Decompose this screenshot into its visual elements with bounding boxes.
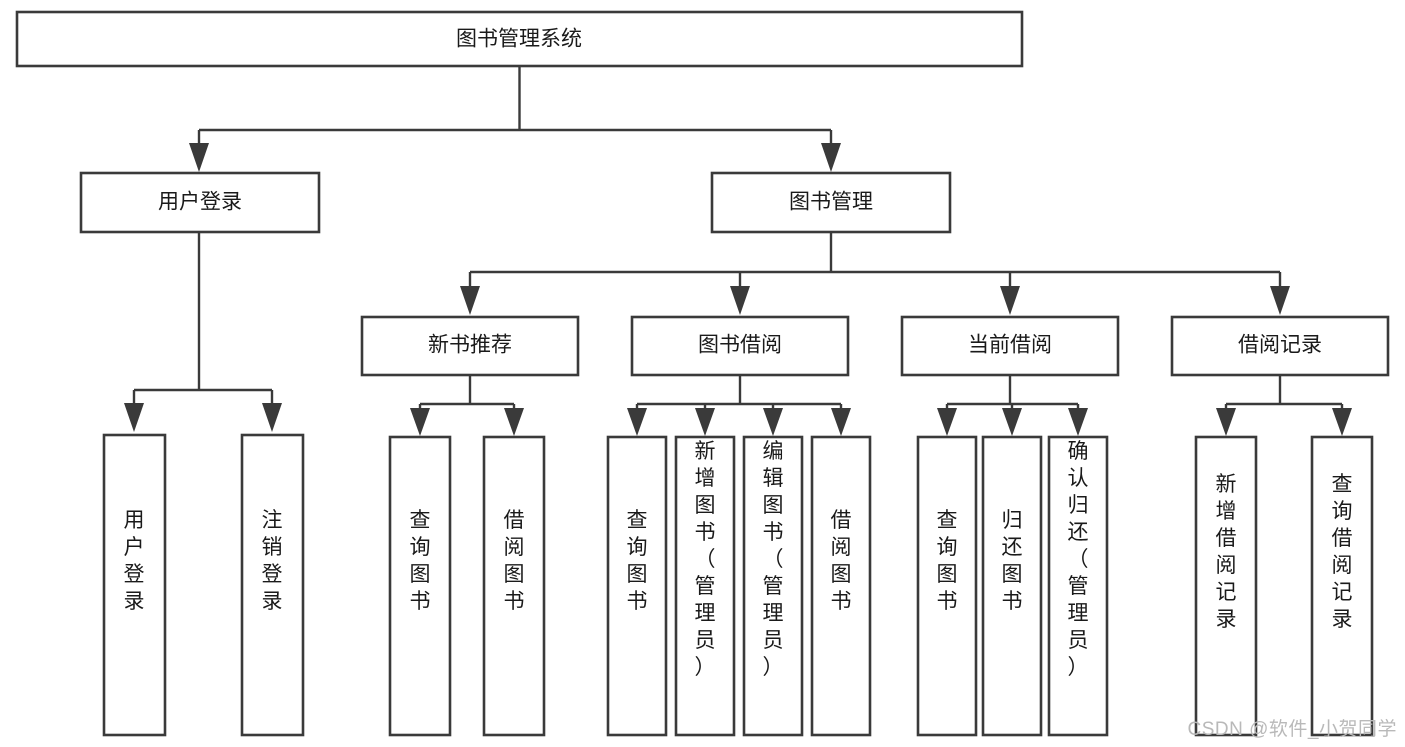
leaf-br-add-record-label: 新增借阅记录 <box>1216 473 1237 631</box>
arrow-head-c3 <box>1068 408 1088 436</box>
node-current-borrow-box[interactable] <box>900 315 1120 377</box>
leaf-user-login-label: 用户登录 <box>124 509 145 613</box>
leaf-cb-return-book-box[interactable] <box>981 435 1043 737</box>
arrow-head-r1 <box>1216 408 1236 436</box>
node-borrow-records-label: 借阅记录 <box>1238 334 1322 357</box>
leaf-br-add-record-box[interactable] <box>1194 435 1258 737</box>
leaf-node[interactable]: 新增借阅记录 <box>1194 435 1258 737</box>
arrow-head-b1 <box>627 408 647 436</box>
leaf-node[interactable]: 查询图书 <box>916 435 978 737</box>
connector-group-new-books <box>410 375 524 436</box>
node-root-label: 图书管理系统 <box>456 28 582 51</box>
node-book-borrow-box[interactable] <box>630 315 850 377</box>
leaf-node[interactable]: 借阅图书 <box>482 435 546 737</box>
arrow-head-r2 <box>1332 408 1352 436</box>
arrow-head-l3-2 <box>730 286 750 315</box>
connector-group-current <box>937 375 1088 436</box>
connector-group-records <box>1216 375 1352 436</box>
node-user-login-box[interactable] <box>79 171 321 234</box>
node-book-borrow[interactable]: 图书借阅 <box>630 315 850 377</box>
leaf-node[interactable]: 注销登录 <box>240 433 305 737</box>
node-new-book-recommend[interactable]: 新书推荐 <box>360 315 580 377</box>
leaf-br-query-record-label: 查询借阅记录 <box>1332 473 1353 631</box>
leaf-bb-query-book-box[interactable] <box>606 435 668 737</box>
connector-group-borrow <box>627 375 851 436</box>
leaf-nb-borrow-book-label: 借阅图书 <box>504 509 525 613</box>
connector-group-root <box>189 66 841 172</box>
leaf-cb-confirm-return-label: 确认归还（管理员） <box>1068 440 1089 679</box>
arrow-head-c1 <box>937 408 957 436</box>
leaf-node[interactable]: 归还图书 <box>981 435 1043 737</box>
leaf-node[interactable]: 借阅图书 <box>810 435 872 737</box>
leaf-nb-query-book-box[interactable] <box>388 435 452 737</box>
connector-group-user-login <box>124 232 282 432</box>
leaf-bb-borrow-book-box[interactable] <box>810 435 872 737</box>
arrow-head-nb2 <box>504 408 524 436</box>
connector-group-book-mgmt <box>460 232 1290 315</box>
leaf-logout-box[interactable] <box>240 433 305 737</box>
node-new-book-recommend-label: 新书推荐 <box>428 334 512 357</box>
leaf-bb-add-book-box[interactable] <box>674 435 736 737</box>
csdn-watermark: CSDN @软件_小贺同学 <box>1187 719 1397 740</box>
leaf-node[interactable]: 新增图书（管理员） <box>674 435 736 737</box>
node-book-management-box[interactable] <box>710 171 952 234</box>
leaf-node[interactable]: 查询借阅记录 <box>1310 435 1374 737</box>
leaf-bb-edit-book-label: 编辑图书（管理员） <box>763 440 784 679</box>
arrow-head-l3-3 <box>1000 286 1020 315</box>
arrow-head-b3 <box>763 408 783 436</box>
leaf-node[interactable]: 用户登录 <box>102 433 167 737</box>
leaf-node[interactable]: 查询图书 <box>606 435 668 737</box>
node-book-management-label: 图书管理 <box>789 191 873 214</box>
leaf-node[interactable]: 确认归还（管理员） <box>1047 435 1109 737</box>
node-borrow-records-box[interactable] <box>1170 315 1390 377</box>
node-new-book-recommend-box[interactable] <box>360 315 580 377</box>
leaf-bb-query-book-label: 查询图书 <box>627 509 648 613</box>
leaf-node[interactable]: 查询图书 <box>388 435 452 737</box>
node-user-login[interactable]: 用户登录 <box>79 171 321 234</box>
arrow-head-b2 <box>695 408 715 436</box>
arrow-head-leaf-u2 <box>262 403 282 432</box>
arrow-head-l3-1 <box>460 286 480 315</box>
leaf-bb-edit-book-box[interactable] <box>742 435 804 737</box>
arrow-head-user-login <box>189 143 209 172</box>
arrow-head-leaf-u1 <box>124 403 144 432</box>
node-borrow-records[interactable]: 借阅记录 <box>1170 315 1390 377</box>
leaf-cb-query-book-box[interactable] <box>916 435 978 737</box>
arrow-head-c2 <box>1002 408 1022 436</box>
leaf-bb-borrow-book-label: 借阅图书 <box>831 509 852 613</box>
leaf-cb-query-book-label: 查询图书 <box>937 509 958 613</box>
leaf-nb-query-book-label: 查询图书 <box>410 509 431 613</box>
node-root-box[interactable] <box>15 10 1024 68</box>
leaf-logout-label: 注销登录 <box>262 509 283 613</box>
node-current-borrow[interactable]: 当前借阅 <box>900 315 1120 377</box>
leaf-node[interactable]: 编辑图书（管理员） <box>742 435 804 737</box>
node-current-borrow-label: 当前借阅 <box>968 334 1052 357</box>
leaf-cb-confirm-return-box[interactable] <box>1047 435 1109 737</box>
node-book-management[interactable]: 图书管理 <box>710 171 952 234</box>
node-user-login-label: 用户登录 <box>158 191 242 214</box>
leaf-br-query-record-box[interactable] <box>1310 435 1374 737</box>
arrow-head-nb1 <box>410 408 430 436</box>
leaf-cb-return-book-label: 归还图书 <box>1002 509 1023 613</box>
arrow-head-book-mgmt <box>821 143 841 172</box>
node-book-borrow-label: 图书借阅 <box>698 334 782 357</box>
leaf-nb-borrow-book-box[interactable] <box>482 435 546 737</box>
node-root[interactable]: 图书管理系统 <box>15 10 1024 68</box>
leaf-bb-add-book-label: 新增图书（管理员） <box>695 440 716 679</box>
arrow-head-l3-4 <box>1270 286 1290 315</box>
leaf-user-login-box[interactable] <box>102 433 167 737</box>
arrow-head-b4 <box>831 408 851 436</box>
